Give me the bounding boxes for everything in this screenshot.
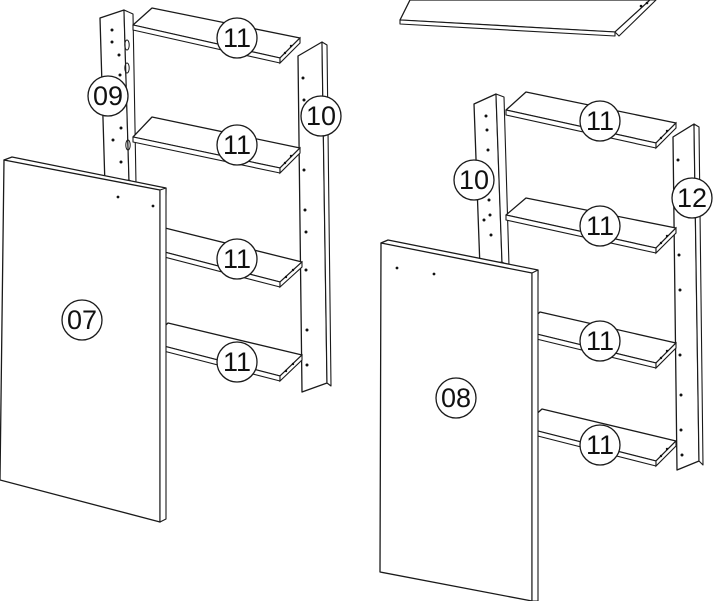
svg-text:11: 11: [223, 347, 251, 377]
left-front-upright: [297, 41, 332, 393]
right-door-panel: [379, 239, 539, 601]
callout-left-door-panel: 07: [61, 299, 103, 341]
callout-right-shelf-4: 11: [579, 424, 621, 466]
svg-text:11: 11: [223, 23, 251, 53]
left-shelf-1: [132, 7, 301, 65]
callout-left-front-upright: 10: [300, 95, 342, 137]
callout-left-rear-upright: 09: [87, 75, 129, 117]
svg-text:11: 11: [223, 130, 251, 160]
svg-text:11: 11: [586, 211, 614, 241]
callout-right-door-panel: 08: [435, 377, 477, 419]
svg-text:09: 09: [93, 81, 123, 111]
svg-text:12: 12: [677, 183, 707, 213]
callout-right-front-upright: 12: [671, 177, 713, 219]
svg-text:10: 10: [306, 101, 336, 131]
top-partial-panel: [399, 0, 657, 37]
callout-right-rear-upright: 10: [453, 159, 495, 201]
svg-text:07: 07: [67, 305, 97, 335]
callout-right-shelf-2: 11: [579, 205, 621, 247]
svg-text:10: 10: [459, 165, 489, 195]
svg-text:11: 11: [586, 106, 614, 136]
callout-left-shelf-2: 11: [216, 124, 258, 166]
callout-right-shelf-3: 11: [579, 320, 621, 362]
callout-left-shelf-3: 11: [216, 238, 258, 280]
callout-right-shelf-1: 11: [579, 100, 621, 142]
callout-left-shelf-4: 11: [216, 341, 258, 383]
svg-text:11: 11: [586, 326, 614, 356]
callout-left-shelf-1: 11: [216, 17, 258, 59]
svg-text:11: 11: [586, 430, 614, 460]
svg-text:08: 08: [441, 383, 471, 413]
right-front-upright: [672, 123, 704, 471]
svg-text:11: 11: [223, 244, 251, 274]
